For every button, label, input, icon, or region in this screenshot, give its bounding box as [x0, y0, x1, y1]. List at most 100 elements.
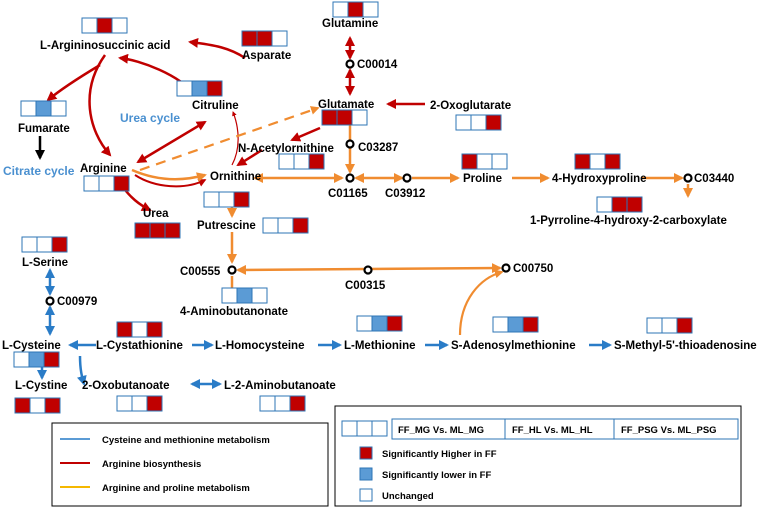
status-citruline-cell-2	[191, 80, 208, 97]
legend-label-arginine: Arginine biosynthesis	[102, 459, 201, 470]
legend-triple-box	[341, 420, 388, 437]
status-oxoglutarate	[455, 114, 502, 131]
label-cysteine: L-Cysteine	[2, 340, 61, 352]
label-cystine: L-Cystine	[15, 380, 67, 392]
status-asparate-cell-1	[241, 30, 258, 47]
status-acetylornithine-cell-1	[278, 153, 295, 170]
legend-triple-box-cell-3	[371, 420, 388, 437]
status-oxobutanoate-cell-2	[131, 395, 148, 412]
status-fumarate-cell-1	[20, 100, 37, 117]
status-citruline-cell-3	[206, 80, 223, 97]
legend-swatch-unchanged	[359, 488, 373, 502]
status-hydroxyproline-cell-1	[574, 153, 591, 170]
status-methionine	[356, 315, 403, 332]
status-glutamine-cell-2	[347, 1, 364, 18]
legend-status-triple	[341, 420, 388, 437]
legend-pathways: Cysteine and methionine metabolism Argin…	[51, 422, 329, 507]
status-acetylornithine-cell-3	[308, 153, 325, 170]
node-c03287	[345, 139, 355, 149]
legend-comparison-mg: FF_MG Vs. ML_MG	[398, 425, 484, 436]
status-argininosuccinic-cell-1	[81, 17, 98, 34]
node-c00014	[345, 59, 355, 69]
status-proline-cell-2	[476, 153, 493, 170]
label-c00979: C00979	[57, 296, 97, 308]
label-oxobutanoate: 2-Oxobutanoate	[82, 380, 170, 392]
status-methionine-cell-3	[386, 315, 403, 332]
status-citruline-cell-1	[176, 80, 193, 97]
status-serine-cell-2	[36, 236, 53, 253]
status-acetylornithine-cell-2	[293, 153, 310, 170]
status-mta-cell-3	[676, 317, 693, 334]
status-cystathionine-cell-2	[131, 321, 148, 338]
label-sam: S-Adenosylmethionine	[451, 340, 576, 352]
status-urea	[134, 222, 181, 239]
status-aminobutanonate-cell-1	[221, 287, 238, 304]
edge-ornithine-citruline	[231, 111, 239, 166]
status-glutamine-cell-3	[362, 1, 379, 18]
status-arginine	[83, 175, 130, 192]
legend-triple-box-cell-1	[341, 420, 358, 437]
label-pyrroline: 1-Pyrroline-4-hydroxy-2-carboxylate	[530, 215, 727, 227]
status-fumarate	[20, 100, 67, 117]
status-aminobutanoate-cell-3	[289, 395, 306, 412]
edge-asparate-argininosuccinic	[188, 37, 246, 60]
status-hydroxyproline-cell-3	[604, 153, 621, 170]
status-asparate-cell-3	[271, 30, 288, 47]
label-mta: S-Methyl-5'-thioadenosine	[614, 340, 757, 352]
status-proline-cell-1	[461, 153, 478, 170]
status-cysteine	[13, 351, 60, 368]
node-c00750	[501, 263, 511, 273]
legend-key-low: Significantly lower in FF	[382, 470, 491, 481]
status-aminobutanonate	[221, 287, 268, 304]
edge-sam-c00750	[458, 269, 504, 336]
status-cystine-cell-3	[44, 397, 61, 414]
status-cystathionine-cell-3	[146, 321, 163, 338]
edge-arginine-glutamate-dashed	[139, 106, 320, 172]
node-c03912	[402, 173, 412, 183]
status-ornithine	[203, 191, 250, 208]
status-ornithine-cell-1	[203, 191, 220, 208]
label-c03287: C03287	[358, 142, 398, 154]
status-arginine-cell-1	[83, 175, 100, 192]
status-serine	[21, 236, 68, 253]
edge-acetylornithine-ornithine	[236, 148, 263, 167]
status-cysteine-cell-1	[13, 351, 30, 368]
legend-comparison-psg: FF_PSG Vs. ML_PSG	[621, 425, 717, 436]
status-serine-cell-1	[21, 236, 38, 253]
status-glutamate-cell-1	[321, 109, 338, 126]
status-ornithine-cell-3	[233, 191, 250, 208]
status-argininosuccinic-cell-2	[96, 17, 113, 34]
status-methionine-cell-2	[371, 315, 388, 332]
label-cystathionine: L-Cystathionine	[96, 340, 183, 352]
status-oxobutanoate-cell-1	[116, 395, 133, 412]
label-proline: Proline	[463, 173, 502, 185]
label-acetylornithine: N-Acetylornithine	[238, 143, 334, 155]
status-glutamine	[332, 1, 379, 18]
status-aminobutanoate-cell-1	[259, 395, 276, 412]
label-citruline: Citruline	[192, 100, 239, 112]
edge-cystathionine-oxobutanoate	[76, 355, 87, 386]
legend-swatch-low	[359, 467, 373, 481]
edge-glutamate-acetylornithine	[290, 126, 321, 142]
status-pyrroline-cell-1	[596, 196, 613, 213]
status-putrescine-cell-2	[277, 217, 294, 234]
status-sam-cell-3	[522, 316, 539, 333]
label-c01165: C01165	[328, 188, 368, 200]
label-methionine: L-Methionine	[344, 340, 416, 352]
status-sam-cell-2	[507, 316, 524, 333]
label-urea-cycle: Urea cycle	[120, 111, 180, 125]
status-oxoglutarate-cell-2	[470, 114, 487, 131]
status-hydroxyproline-cell-2	[589, 153, 606, 170]
label-glutamine: Glutamine	[322, 18, 378, 30]
status-cysteine-cell-3	[43, 351, 60, 368]
status-oxoglutarate-cell-1	[455, 114, 472, 131]
node-c00315	[363, 265, 373, 275]
label-c03440: C03440	[694, 173, 734, 185]
status-glutamate-cell-2	[336, 109, 353, 126]
legend-swatch-high	[359, 446, 373, 460]
status-asparate	[241, 30, 288, 47]
legend-key-high: Significantly Higher in FF	[382, 449, 497, 460]
status-aminobutanoate-cell-2	[274, 395, 291, 412]
status-argininosuccinic-cell-3	[111, 17, 128, 34]
status-hydroxyproline	[574, 153, 621, 170]
